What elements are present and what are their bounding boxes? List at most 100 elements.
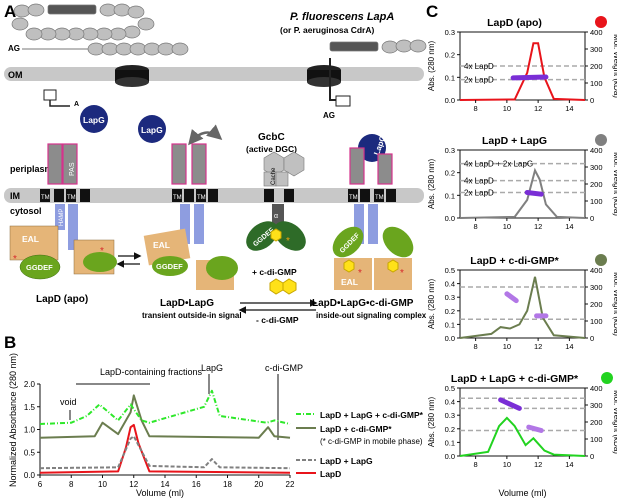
y-axis-label: Abs. (280 nm) [427,397,436,448]
subplot-4: LapD + LapG + c-di-GMP*0.00.10.20.30.40.… [427,372,617,469]
y-tick-label: 0.3 [445,146,455,155]
x-tick-label: 10 [503,222,511,231]
y-tick-label: 0.0 [445,96,455,105]
svg-text:TM: TM [349,195,358,201]
y-right-tick-label: 100 [590,435,603,444]
y-right-tick-label: 400 [590,146,603,155]
absorbance-trace [459,276,586,339]
legend-lapd-lapg-cdg: LapD + LapG + c-di-GMP* [320,410,424,420]
subplot-color-dot [601,372,613,384]
absorbance-trace [459,167,586,219]
y-tick-label: 0.4 [445,280,455,289]
y-right-tick-label: 300 [590,163,603,172]
lapa-subtitle: (or P. aeruginosa CdrA) [280,25,374,35]
panel-c-letter: C [426,2,438,21]
y-right-tick-label: 200 [590,62,603,71]
y-tick-label: 0.0 [445,452,455,461]
series-line [39,389,291,425]
y-tick-label: 0.1 [445,73,455,82]
y-right-axis-label: Mol. Weight (kDa) [612,152,617,216]
ag-label-right: AG [323,111,335,120]
legend-lapd-lapg: LapD + LapG [320,456,373,466]
svg-text:α: α [274,213,278,220]
y-right-tick-label: 400 [590,28,603,37]
subplot-3: LapD + c-di-GMP*0.00.10.20.30.40.5010020… [427,254,617,351]
x-tick-label: 10 [503,342,511,351]
x-tick-label: 14 [565,460,573,469]
panel-b-legend: LapD + LapG + c-di-GMP* LapD + c-di-GMP*… [296,410,424,479]
lapg-bound-left [80,105,108,133]
mw-reference-label: 2x LapD [464,189,494,198]
plus-cdg-label: + c-di-GMP [252,267,297,277]
svg-text:TM: TM [173,195,182,201]
svg-text:*: * [100,246,104,257]
lapa-chain [11,3,189,56]
y-right-tick-label: 100 [590,317,603,326]
svg-text:*: * [13,254,17,265]
panel-b: B Normalized Absorbance (280 nm) Volume … [4,333,424,498]
panel-b-letter: B [4,333,16,352]
x-tick-label: 14 [565,104,573,113]
molecular-weight-segment [526,424,544,433]
y-tick-label: 0.5 [445,384,455,393]
panel-c: C LapD (apo) 4x LapD 2x LapD 0.0 0.1 0.2 0.3 0 1… [426,2,617,498]
x-tick-label: 12 [534,342,542,351]
y-tick-label: 0.2 [445,425,455,434]
x-tick-label: 22 [286,480,295,489]
x-tick-label: 10 [98,480,107,489]
x-tick-label: 20 [254,480,263,489]
lapa-title: P. fluorescens LapA [290,11,394,23]
x-tick-label: 6 [38,480,43,489]
y-tick-label: 0.1 [445,320,455,329]
x-tick-label: 14 [565,222,573,231]
lapa-dark-segment [47,4,97,15]
lapa-chain-right [329,39,427,54]
eal-domain-apo [9,225,59,261]
legend-lapd-cdg: LapD + c-di-GMP* [320,424,392,434]
y-tick-label: 0.3 [445,411,455,420]
subplot-title: LapD + LapG [482,135,547,147]
panel-b-ylabel: Normalized Absorbance (280 nm) [8,353,18,487]
y-right-tick-label: 200 [590,300,603,309]
transient-label: transient outside-in signal [142,311,242,320]
x-tick-label: 8 [474,104,478,113]
x-tick-label: 16 [192,480,201,489]
molecular-weight-segment [524,190,544,197]
annotation-cdg: c-di-GMP [265,363,303,373]
subplot-color-dot [595,254,607,266]
x-tick-label: 8 [474,342,478,351]
y-right-tick-label: 100 [590,197,603,206]
mw-reference-label: 4x LapD [464,177,494,186]
y-axis-label: Abs. (280 nm) [427,279,436,330]
y-right-tick-label: 0 [590,96,594,105]
absorbance-trace [459,42,586,101]
subplot-title: LapD + c-di-GMP* [470,255,559,267]
inside-out-label: inside-out signaling complex [316,311,427,320]
y-tick-label: 0.4 [445,398,455,407]
y-tick-label: 0.0 [24,471,36,480]
svg-text:EAL: EAL [341,277,358,287]
x-tick-label: 12 [534,222,542,231]
y-right-axis-label: Mol. Weight (kDa) [612,390,617,454]
subplot-color-dot [595,16,607,28]
y-tick-label: 0.1 [445,191,455,200]
outer-membrane [4,67,424,81]
x-tick-label: 8 [474,460,478,469]
panel-a-letter: A [4,2,16,21]
subplot-title: LapD + LapG + c-di-GMP* [451,373,579,385]
y-right-tick-label: 400 [590,266,603,275]
lapg-label-1: LapG [83,115,105,125]
subplot-title: LapD (apo) [487,17,542,29]
y-tick-label: 2.0 [24,380,36,389]
x-tick-label: 14 [565,342,573,351]
gcbc-label: GcbC [258,132,285,143]
annotation-void: void [60,397,77,407]
y-right-tick-label: 100 [590,79,603,88]
mw-reference-label: 4x LapD [464,62,494,71]
x-tick-label: 8 [474,222,478,231]
y-tick-label: 0.5 [24,448,36,457]
